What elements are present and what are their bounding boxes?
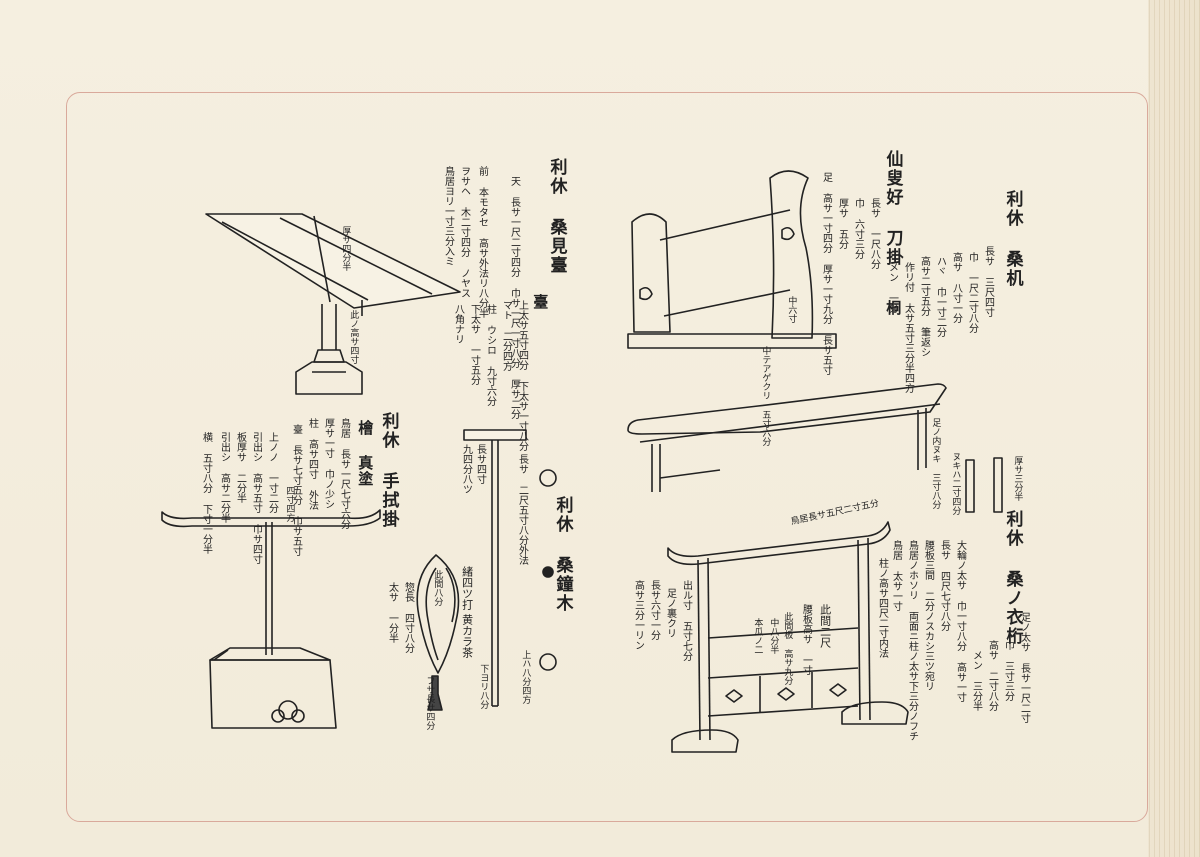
mark-desk-1: 足ノ内ヌキ 三寸八分: [930, 418, 941, 509]
mallet-drawing: [464, 430, 526, 706]
note-clothing-rack-6: 長サ 四尺七寸八分: [938, 540, 950, 631]
note-book-stand-3: ヲサヘ 木二寸四分 ノヤス: [458, 166, 470, 298]
title-clothing-rack: 利休 桑ノ衣桁: [1002, 510, 1023, 646]
mark-clothing-rack-3: 出ル寸 五寸七分: [680, 580, 692, 661]
note-clothing-rack-8: 鳥居ノホソリ 両面ニ柱ノ太サ下三分ノフチ: [906, 540, 918, 741]
page-border-frame: [66, 92, 1148, 822]
note-book-stand-7: 柱 ウシロ 九寸六分: [484, 304, 496, 406]
mark-mallet-1: 上ハ八分四方: [520, 650, 531, 704]
mark-clothing-rack-7: 此間二尺: [818, 604, 832, 648]
note-towel-rack-7: 板厚サ 二分半: [234, 432, 246, 503]
mark-desk-3: 厚サ三分半: [1012, 456, 1023, 501]
note-cord-2: 惣長 四寸八分: [402, 582, 414, 653]
clothing-rack-drawing: [668, 522, 908, 752]
note-clothing-rack-3: 高サ 二寸八分: [986, 640, 998, 711]
title-mallet: 利休 桑鐘木: [552, 496, 573, 613]
note-towel-rack-8: 引出シ 高サ二分半: [218, 432, 230, 523]
mark-towel-rack-1: 四寸四方: [284, 486, 295, 522]
mark-clothing-rack-8: 腰板高サ 一寸: [800, 604, 812, 675]
note-clothing-rack-9: 鳥居 太サ一寸: [890, 540, 902, 611]
note-sword-rack-1: 長サ 一尺八分: [868, 198, 880, 269]
illustrations: [0, 0, 1148, 857]
note-towel-rack-9: 横 五寸八分 下寸一分半: [200, 432, 212, 554]
title-cord: 緒四ツ打: [460, 566, 474, 610]
note-towel-rack-4: 臺 長サ七寸五分 巾サ五寸: [290, 424, 302, 556]
note-clothing-rack-7: 腰板三間 二分ノスカシ三ツ宛リ: [922, 540, 934, 691]
note-desk-5: 高サ二寸五分 筆返シ: [918, 256, 930, 357]
note-towel-rack-3: 柱 高サ四寸 外法: [306, 418, 318, 510]
mark-desk-2: ヌキハ二寸四分: [950, 452, 961, 515]
note-mallet-1: 長サ 二尺五寸八分外法: [516, 454, 528, 565]
note-towel-rack-1: 鳥居 長サ一尺七寸六分: [338, 418, 350, 529]
title-sword-rack: 仙叟好 刀掛: [882, 150, 903, 267]
note-towel-rack-2: 厚サ一寸 巾ノ少シ: [322, 418, 334, 509]
seal-marks: [540, 470, 556, 670]
note-clothing-rack-2: 巾 三寸三分: [1002, 640, 1014, 701]
mark-clothing-rack-2: 柱ノ高サ四尺二寸内法: [876, 558, 888, 658]
note-book-stand-2: 前 本モタセ 高サ外法リ八分半: [476, 166, 488, 318]
note-book-stand-9: 八角ナリ: [452, 304, 464, 344]
note-cord-3: 太サ 一分半: [386, 582, 398, 643]
note-book-stand-6: マト 二分四方: [500, 300, 512, 371]
mark-mallet-2: 下ヨリ八分: [478, 664, 489, 709]
note-desk-1: 長サ 三尺四寸: [982, 246, 994, 317]
note-clothing-rack-4: メン 三分半: [970, 650, 982, 711]
sub-book-stand: 臺: [531, 294, 550, 310]
title-towel-rack: 利休 手拭掛: [378, 412, 399, 529]
note-book-stand-1: 天 長サ一尺二寸四分 巾サ一尺一寸八分 厚サ二分: [508, 176, 520, 419]
note-sword-rack-2: 巾 六寸三分: [852, 198, 864, 259]
note-mallet-2: 長サ四寸: [474, 444, 486, 484]
note-clothing-rack-5: 大輪ノ太サ 巾一寸八分 高サ一寸: [954, 540, 966, 702]
mark-clothing-rack-6: 高サ三分一リン: [632, 580, 644, 650]
note-cord-1: 黄カラ茶: [460, 614, 474, 658]
sub-sword-rack: 桐: [884, 300, 903, 316]
note-desk-7: メン 一分: [886, 262, 898, 313]
title-book-stand: 利休 桑見臺: [546, 158, 567, 275]
mark-clothing-rack-4: 足ノ裏クリ: [664, 588, 676, 638]
note-book-stand-4: 鳥居ヨリ一寸三分入ミ: [442, 166, 454, 266]
note-desk-2: 巾 一尺二寸八分: [966, 252, 978, 333]
mark-book-stand-2: 厚サ四分半: [340, 226, 351, 271]
mark-book-stand-1: 此ノ高サ四寸: [348, 310, 359, 364]
note-towel-rack-5: 上ノノ 一寸二分: [266, 432, 278, 513]
note-desk-6: 作リ付 太サ五寸三分半四方: [902, 262, 914, 393]
note-sword-rack-4: 足 高サ一寸四分 厚サ一寸九分 長サ五寸: [820, 172, 832, 375]
note-desk-4: ハヾ 巾一寸二分: [934, 256, 946, 337]
note-book-stand-5: 上太サ五寸四分 下太サ一寸八分: [516, 300, 528, 451]
page-edges: [1140, 0, 1200, 857]
note-towel-rack-6: 引出シ 高サ五寸 巾サ四寸: [250, 432, 262, 564]
cord-drawing: [417, 555, 458, 710]
note-cord-4: フサ長サ四分: [424, 676, 435, 730]
note-sword-rack-3: 厚サ 五分: [836, 198, 848, 249]
mark-clothing-rack-9: 此間板 高サ九分: [782, 612, 793, 685]
small-pieces-drawing: [966, 458, 1002, 512]
mark-clothing-rack-10: 中八分半: [768, 618, 779, 654]
desk-drawing: [628, 384, 946, 492]
towel-rack-drawing: [162, 510, 380, 728]
note-mallet-3: 九四分八ツ: [460, 444, 472, 494]
book-stand-drawing: [206, 214, 460, 394]
mark-sword-rack-2: 中テアゲクリ 五寸六分: [760, 346, 771, 446]
page: 利休 桑見臺 臺 天 長サ一尺二寸四分 巾サ一尺一寸八分 厚サ二分 前 本モタセ…: [0, 0, 1148, 857]
sword-rack-drawing: [628, 171, 836, 348]
note-clothing-rack-1: 足ノ太サ 長サ一尺二寸: [1018, 612, 1030, 723]
mark-clothing-rack-5: 長サ六寸一分: [648, 580, 660, 640]
title-desk: 利休 桑机: [1002, 190, 1023, 288]
note-desk-3: 高サ 八寸一分: [950, 252, 962, 323]
note-book-stand-8: 下太サ 一寸五分: [468, 304, 480, 385]
mark-sword-rack-1: 中六寸: [786, 296, 797, 323]
mark-clothing-rack-11: 本瓜ノ二: [752, 618, 763, 654]
mark-cord-1: 此間八分: [432, 570, 443, 606]
sub-towel-rack: 檜 真塗: [356, 420, 375, 487]
